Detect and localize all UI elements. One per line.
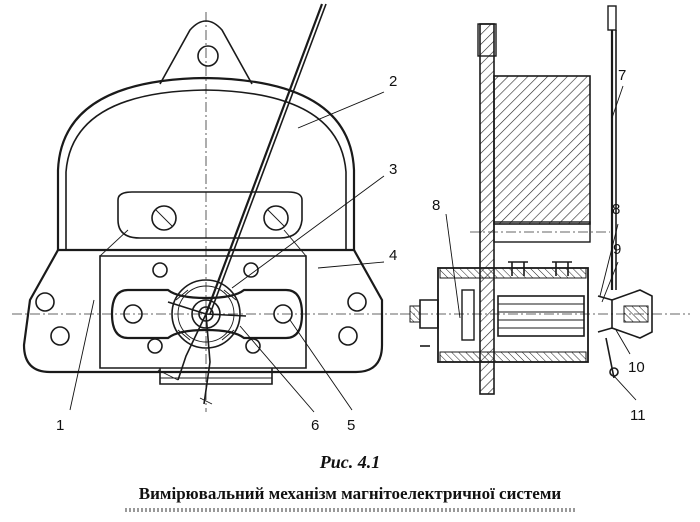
label-3: 3 [389, 161, 397, 178]
label-9: 9 [613, 241, 621, 258]
label-6: 6 [311, 417, 319, 434]
top-lug [159, 20, 253, 85]
magnet-section [493, 75, 591, 225]
figure-caption: Рис. 4.1 [0, 452, 700, 473]
upper-plate [117, 191, 303, 239]
front-view [12, 3, 398, 412]
pointer-rod-tip [607, 5, 617, 31]
part-labels: 1 2 3 4 5 6 7 8 8 9 10 11 [56, 67, 646, 434]
bridge-plate [110, 288, 304, 340]
permanent-magnet [56, 76, 356, 250]
label-7: 7 [618, 67, 626, 84]
label-4: 4 [389, 247, 397, 264]
label-8-right: 8 [612, 201, 620, 218]
hairspring [171, 279, 241, 349]
label-5: 5 [347, 417, 355, 434]
label-8-left: 8 [432, 197, 440, 214]
mounting-plate [479, 23, 495, 395]
caption-number: Рис. 4.1 [319, 452, 381, 472]
yoke-plate [22, 248, 384, 374]
label-1: 1 [56, 417, 64, 434]
top-lug-hole [197, 45, 219, 67]
pole-shoe [99, 255, 307, 369]
pointer [204, 3, 324, 315]
bottom-tab [159, 368, 273, 385]
coil [497, 295, 585, 337]
side-view [400, 5, 690, 395]
caption-title: Вимірювальний механізм магнітоелектрично… [138, 484, 562, 503]
label-2: 2 [389, 73, 397, 90]
label-11: 11 [630, 407, 646, 424]
label-10: 10 [628, 359, 645, 376]
caption-underline [125, 508, 575, 512]
coil-housing [437, 267, 589, 363]
leader-lines [69, 85, 637, 413]
